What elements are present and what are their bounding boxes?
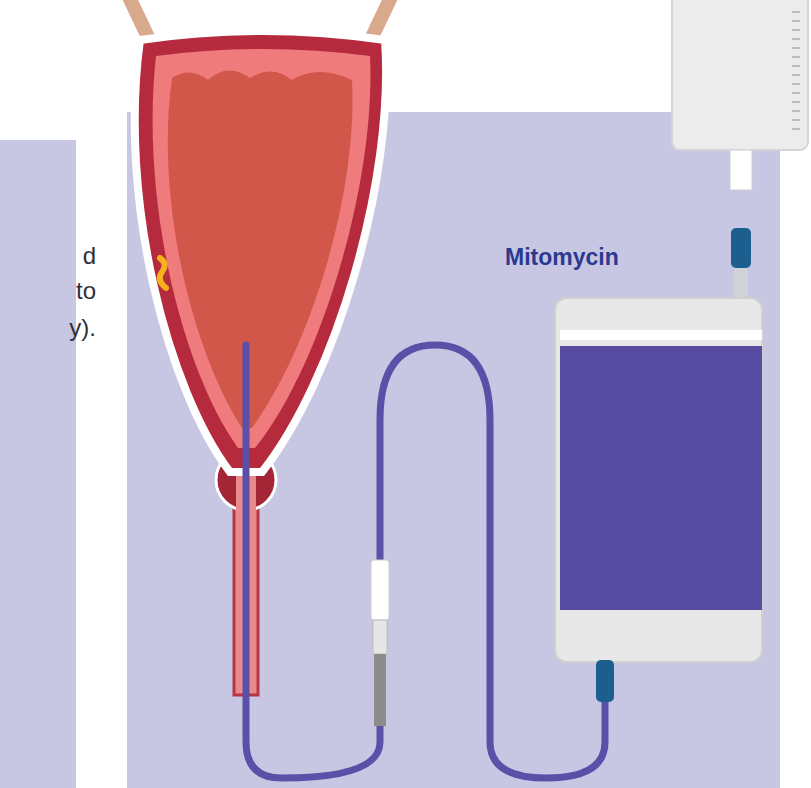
bag-spout	[730, 150, 752, 190]
tube-connector	[371, 560, 389, 620]
text-fragment: y).	[69, 314, 96, 342]
scale-tick	[792, 74, 800, 76]
scale-tick	[792, 128, 800, 130]
bladder-wall	[135, 31, 386, 472]
scale-tick	[792, 11, 800, 13]
bag-line	[734, 268, 748, 300]
scale-tick	[792, 119, 800, 121]
tumour	[160, 258, 166, 288]
bladder-cavity	[168, 70, 353, 428]
left-panel	[0, 140, 76, 788]
tube-connector	[373, 620, 387, 654]
text-fragment: d	[83, 242, 96, 270]
device-panel	[560, 346, 762, 610]
instillation-device	[555, 298, 762, 662]
drug-bag	[672, 0, 808, 150]
text-fragment: to	[76, 277, 96, 305]
scale-tick	[792, 92, 800, 94]
scale-tick	[792, 110, 800, 112]
blue-connector	[596, 660, 614, 702]
tube-connector	[374, 654, 386, 726]
bladder-lining	[153, 49, 371, 448]
scale-tick	[792, 47, 800, 49]
device-band	[560, 330, 762, 340]
bag-scale	[792, 12, 800, 129]
scale-tick	[792, 20, 800, 22]
scale-tick	[792, 101, 800, 103]
scale-tick	[792, 38, 800, 40]
scale-tick	[792, 65, 800, 67]
scale-tick	[792, 83, 800, 85]
drug-label: Mitomycin	[505, 244, 619, 271]
scale-tick	[792, 56, 800, 58]
blue-connector	[731, 228, 751, 268]
scale-tick	[792, 29, 800, 31]
catheter-tubing	[246, 345, 605, 778]
